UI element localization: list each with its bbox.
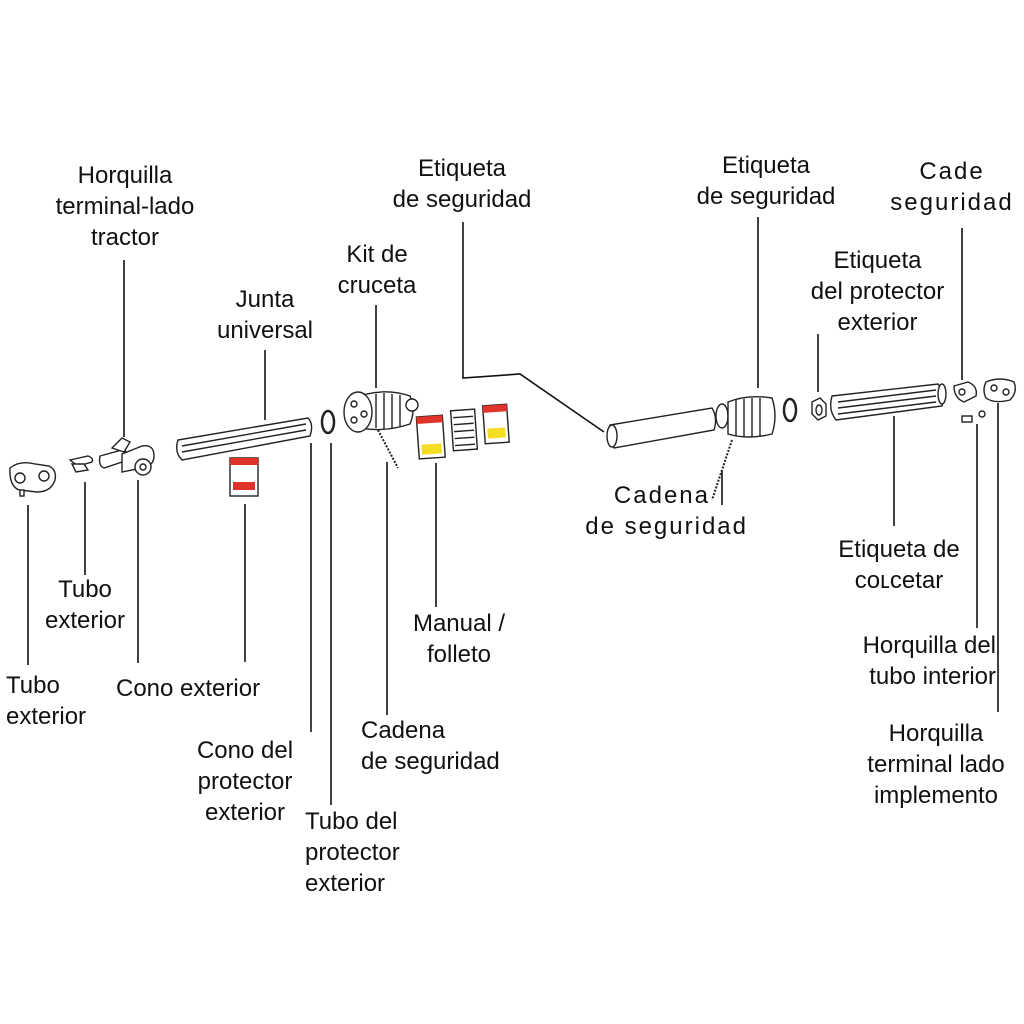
label-safety-chain-left: Cadena de seguridad <box>361 717 500 775</box>
label-outer-tube-left: Tubo exterior <box>6 672 87 730</box>
tractor-end-yoke-part <box>9 461 57 497</box>
label-yoke-tractor: Horquilla terminal-lado tractor <box>55 162 195 251</box>
washer-part <box>811 397 827 421</box>
parts <box>9 378 1017 501</box>
right-ring-part <box>782 397 798 423</box>
tractor-yoke-part <box>98 437 155 476</box>
label-outer-tube-mid: Tubo exterior <box>44 576 126 634</box>
label-outer-guard-tube: Tubo del protector exterior <box>305 808 400 897</box>
leader-lines <box>27 217 999 805</box>
outer-guard-tube-left-part <box>175 417 313 461</box>
leader-safety-label-left <box>462 222 605 433</box>
cross-kit-cone-part <box>343 391 419 469</box>
outer-tube-small-part <box>68 455 94 473</box>
label-manual: Manual / folleto <box>412 610 506 668</box>
label-outer-guard-cone: Cono del protector exterior <box>196 737 294 826</box>
label-safety-label-right: Etiqueta de seguridad <box>696 152 836 210</box>
ring-part <box>320 409 336 435</box>
label-safety-chain-mid: Cadena de seguridad <box>585 482 748 540</box>
label-cross-kit: Kit de cruceta <box>337 241 417 299</box>
safety-card-left-part <box>229 457 259 497</box>
label-chain-top-right: Cade seguridad <box>890 158 1014 216</box>
label-outer-cone: Cono exterior <box>116 675 261 702</box>
implement-yoke-part <box>953 378 1017 423</box>
label-outer-guard-label: Etiqueta del protector exterior <box>810 247 945 336</box>
label-hookup: Etiqueta de coʟcetar <box>838 536 960 594</box>
middle-tube-part <box>606 407 717 449</box>
label-yoke-implement: Horquilla terminal lado implemento <box>867 720 1005 809</box>
label-safety-label-left: Etiqueta de seguridad <box>392 155 532 213</box>
manual-cards-part <box>415 403 510 460</box>
right-bellows-part <box>711 395 776 501</box>
label-inner-tube-yoke: Horquilla del tubo interior <box>862 632 996 690</box>
label-universal-joint: Junta universal <box>216 286 314 344</box>
outer-guard-tube-right-part <box>829 383 947 421</box>
